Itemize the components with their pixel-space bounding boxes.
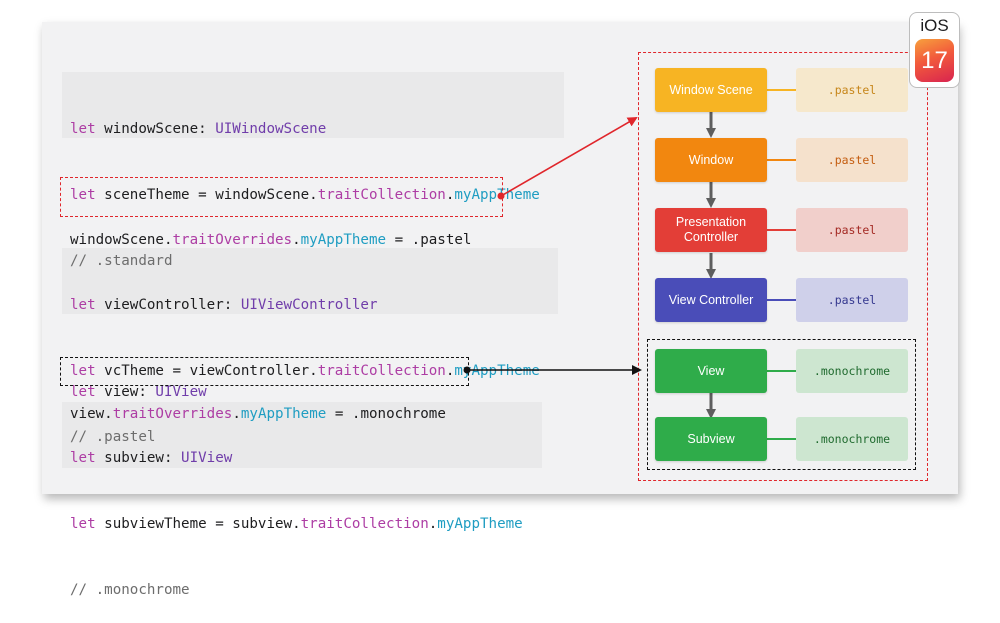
code-highlight-block1 [62,72,564,138]
node-window: Window [655,138,767,182]
value-window-scene: .pastel [796,68,908,112]
code-line: let sceneTheme = windowScene.traitCollec… [70,187,540,203]
node-label: View Controller [668,292,754,307]
ios-label: iOS [920,16,949,35]
node-label: View [697,363,725,378]
code-line: view.traitOverrides.myAppTheme = .monoch… [70,406,446,422]
node-label: Window Scene [669,82,753,97]
scene-override-arrow [497,116,638,200]
hierarchy-scene-override-region [638,52,928,481]
code-line: let vcTheme = viewController.traitCollec… [70,363,540,379]
code-block-view: let view: UIView [70,337,207,425]
code-line: let viewController: UIViewController [70,297,378,313]
node-view: View [655,349,767,393]
value-view-controller: .pastel [796,278,908,322]
code-comment: // .pastel [70,429,156,445]
code-comment: // .standard [70,253,173,269]
value-window: .pastel [796,138,908,182]
code-highlight-block2 [62,248,558,314]
node-window-scene: Window Scene [655,68,767,112]
node-label: Window [688,152,734,167]
value-subview: .monochrome [796,417,908,461]
value-presentation-controller: .pastel [796,208,908,252]
code-line: windowScene.traitOverrides.myAppTheme = … [70,232,472,248]
code-highlight-block4 [62,402,542,468]
code-override-scene: windowScene.traitOverrides.myAppTheme = … [70,185,471,273]
code-block-view-controller: let viewController: UIViewController let… [70,250,540,470]
value-view: .monochrome [796,349,908,393]
node-label: Subview [687,431,735,446]
node-label: Presentation Controller [675,215,747,244]
code-line: let windowScene: UIWindowScene [70,121,327,137]
ios-version-badge: iOS 17 [909,12,960,88]
node-view-controller: View Controller [655,278,767,322]
code-line: let subview: UIView [70,450,233,466]
code-block-scene: let windowScene: UIWindowScene let scene… [70,74,540,294]
code-override-view: view.traitOverrides.myAppTheme = .monoch… [70,359,446,447]
ios-version-tile: 17 [915,39,954,82]
node-presentation-controller: Presentation Controller [655,208,767,252]
view-override-arrow [463,365,642,375]
code-line: let view: UIView [70,384,207,400]
code-comment: // .monochrome [70,582,190,598]
node-subview: Subview [655,417,767,461]
hierarchy-view-override-region [647,339,916,470]
